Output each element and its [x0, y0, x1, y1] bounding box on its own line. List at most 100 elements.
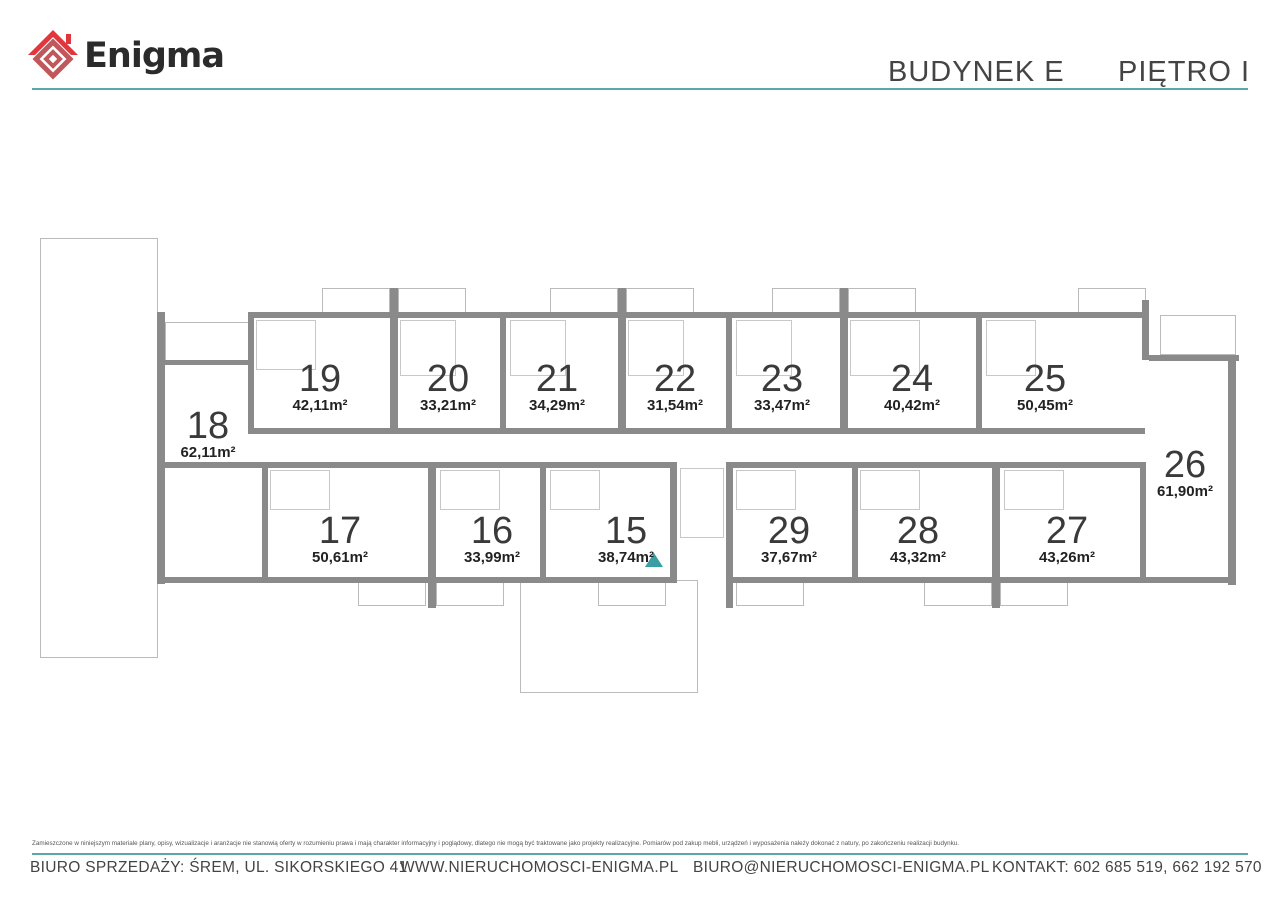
apartment-number: 20 [426, 358, 470, 400]
balcony [736, 580, 804, 606]
wall [976, 312, 982, 434]
wall [500, 312, 506, 434]
balcony [1078, 288, 1146, 314]
balcony [1160, 315, 1236, 355]
apartment-number: 15 [604, 510, 648, 552]
wall [1228, 355, 1236, 585]
wall [157, 577, 677, 583]
apartment-number: 23 [760, 358, 804, 400]
header-divider [32, 88, 1248, 90]
selected-marker-icon [645, 553, 663, 567]
balcony [165, 322, 250, 362]
balcony [436, 580, 504, 606]
email-link[interactable]: BIURO@NIERUCHOMOSCI-ENIGMA.PL [693, 859, 990, 876]
room [440, 470, 500, 510]
footer-divider [32, 853, 1248, 855]
floor-label: PIĘTRO I [1118, 56, 1251, 88]
balcony [1000, 580, 1068, 606]
apartment-number: 19 [298, 358, 342, 400]
apartment-area: 34,29m² [529, 397, 585, 414]
balcony [398, 288, 466, 314]
apartment-area: 61,90m² [1157, 483, 1213, 500]
apartment-area: 37,67m² [761, 549, 817, 566]
balcony [598, 580, 666, 606]
apartment-number: 22 [653, 358, 697, 400]
apartment-number: 17 [318, 510, 362, 552]
balcony [848, 288, 916, 314]
brand-name: Enigma [84, 36, 225, 76]
wall [726, 312, 732, 434]
apartment-area: 42,11m² [292, 397, 348, 414]
building-label: BUDYNEK E [888, 56, 1065, 88]
balcony [924, 580, 992, 606]
wall [1140, 462, 1146, 582]
room [550, 470, 600, 510]
apartment-area: 33,47m² [754, 397, 810, 414]
staircase [680, 468, 724, 538]
wall [726, 462, 733, 608]
wall [1149, 355, 1239, 361]
apartment-area: 31,54m² [647, 397, 703, 414]
contact-phones: KONTAKT: 602 685 519, 662 192 570 [992, 859, 1262, 876]
room [1004, 470, 1064, 510]
balcony [550, 288, 618, 314]
room [736, 320, 792, 376]
wall [165, 360, 250, 365]
room [256, 320, 316, 370]
apartment-number: 26 [1163, 444, 1207, 486]
apartment-number: 25 [1023, 358, 1067, 400]
wall [250, 428, 1145, 434]
apartment-number: 24 [890, 358, 934, 400]
logo-house-icon [28, 30, 78, 80]
apartment-area: 38,74m² [598, 549, 654, 566]
room [860, 470, 920, 510]
balcony [626, 288, 694, 314]
room [736, 470, 796, 510]
wall [726, 462, 1146, 468]
website-link[interactable]: WWW.NIERUCHOMOSCI-ENIGMA.PL [400, 859, 679, 876]
wall [728, 577, 1236, 583]
wall [248, 312, 254, 434]
logo [26, 28, 80, 82]
balcony [358, 580, 426, 606]
apartment-area: 40,42m² [884, 397, 940, 414]
wall [540, 462, 546, 582]
balcony [772, 288, 840, 314]
apartment-number: 27 [1045, 510, 1089, 552]
apartment-area: 33,99m² [464, 549, 520, 566]
apartment-number: 29 [767, 510, 811, 552]
wall [992, 462, 1000, 608]
room [510, 320, 566, 376]
sales-office: BIURO SPRZEDAŻY: ŚREM, UL. SIKORSKIEGO 4… [30, 859, 408, 876]
wall [852, 462, 858, 582]
apartment-number: 16 [470, 510, 514, 552]
room [628, 320, 684, 376]
apartment-area: 33,21m² [420, 397, 476, 414]
apartment-area: 62,11m² [180, 444, 236, 461]
wall [248, 312, 1148, 318]
apartment-area: 50,45m² [1017, 397, 1073, 414]
room [270, 470, 330, 510]
apartment-number: 28 [896, 510, 940, 552]
room [986, 320, 1036, 376]
wall [390, 288, 398, 434]
balcony [322, 288, 390, 314]
wall [428, 462, 436, 608]
room [850, 320, 920, 376]
